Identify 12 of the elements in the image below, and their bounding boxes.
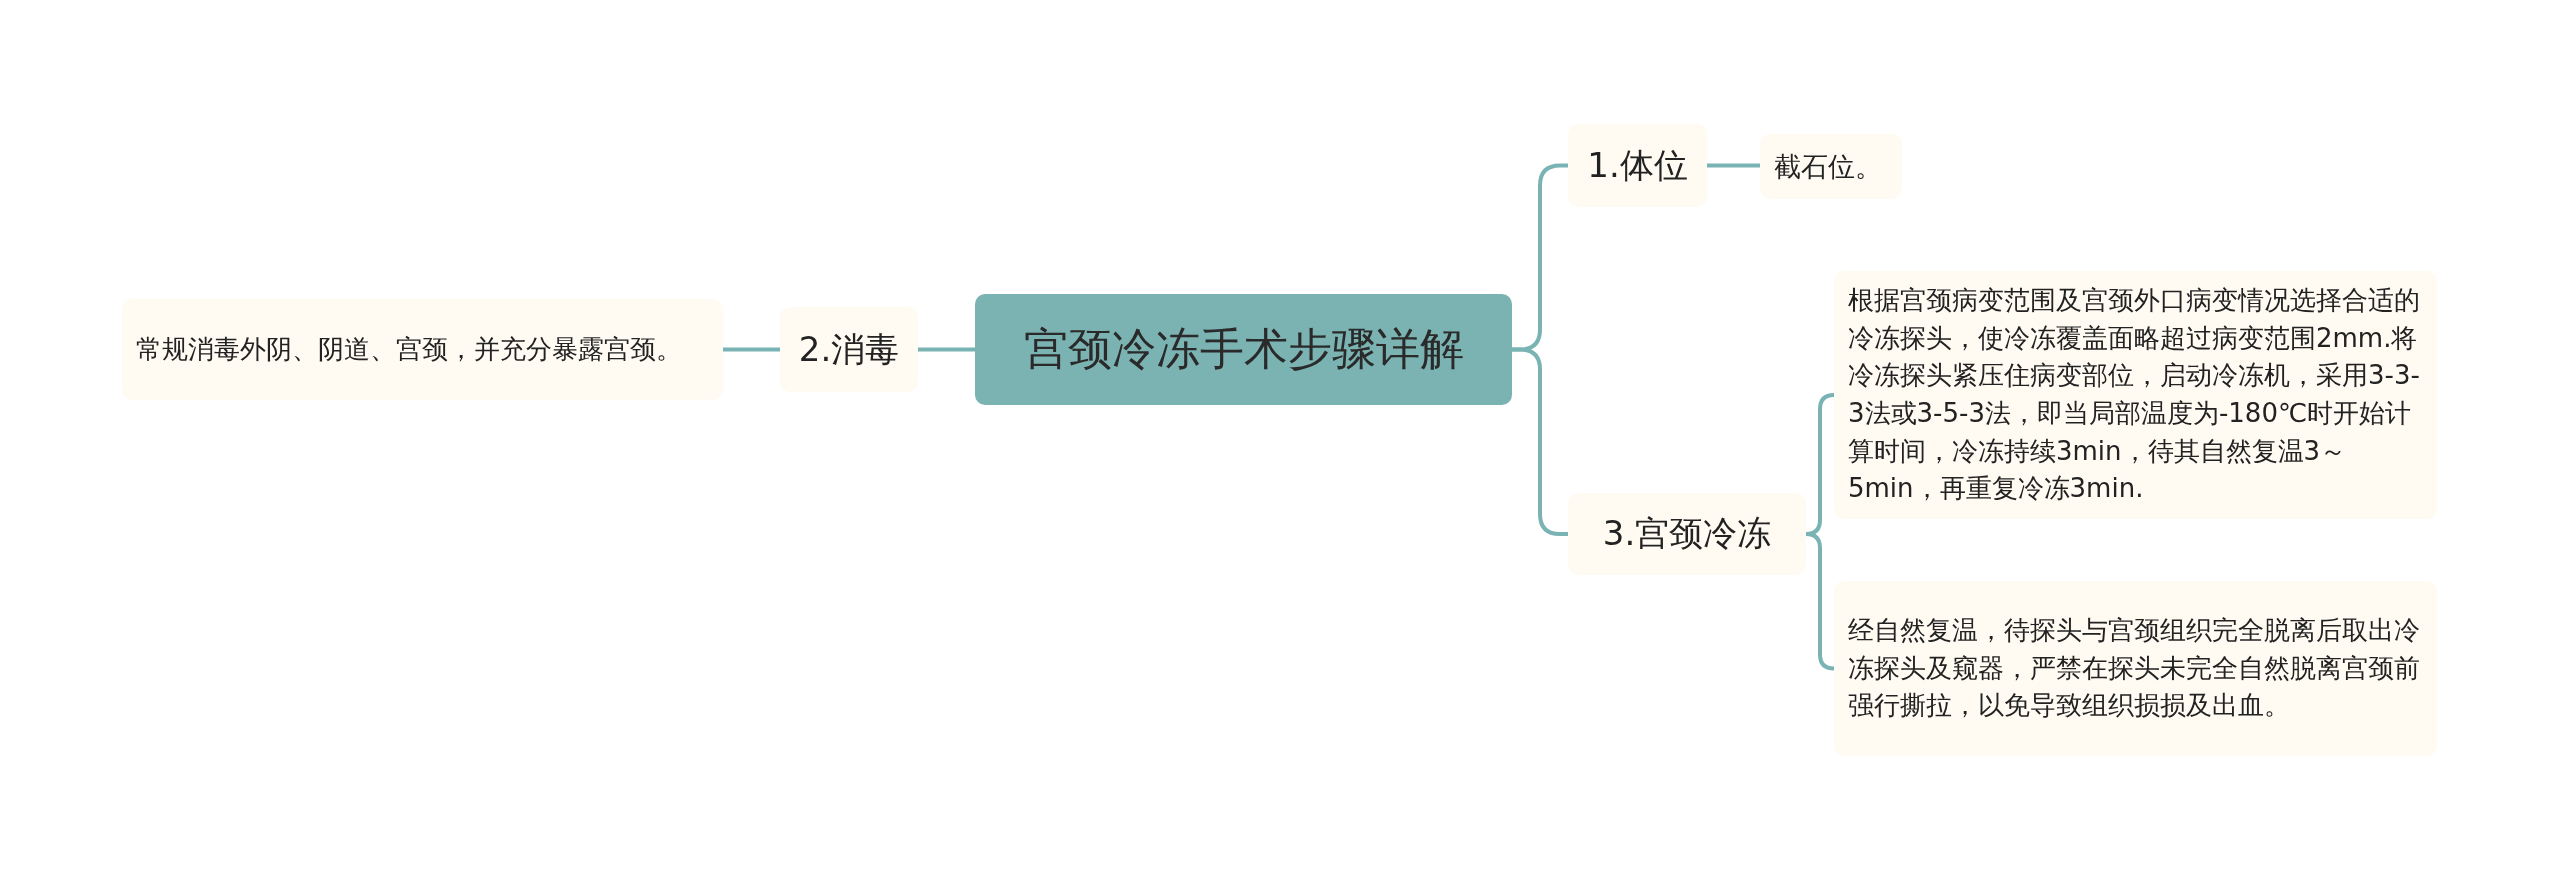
connector xyxy=(918,347,975,352)
topic-box: 2.消毒 xyxy=(780,307,918,392)
topic-box: 1.体位 xyxy=(1568,124,1707,207)
connector xyxy=(723,347,780,352)
connector xyxy=(1804,532,1836,671)
connector xyxy=(1707,163,1760,168)
note-box: 常规消毒外阴、阴道、宫颈，并充分暴露宫颈。 xyxy=(122,299,723,400)
central-topic-box: 宫颈冷冻手术步骤详解 xyxy=(975,294,1512,405)
note-box: 截石位。 xyxy=(1760,134,1902,199)
note-box: 经自然复温，待探头与宫颈组织完全脱离后取出冷冻探头及窥器，严禁在探头未完全自然脱离宫颈前强行撕拉，以免导致组织损损及出血。 xyxy=(1834,581,2437,756)
topic-box: 3.宫颈冷冻 xyxy=(1568,493,1806,575)
note-box: 根据宫颈病变范围及宫颈外口病变情况选择合适的冷冻探头，使冷冻覆盖面略超过病变范围2mm.将冷冻探头紧压住病变部位，启动冷冻机，采用3-3-3法或3-5-3法，即当局部温度为-180℃时开始计算时间，冷冻持续3min，待其自然复温3～5min，再重复冷冻3min. xyxy=(1834,271,2437,519)
